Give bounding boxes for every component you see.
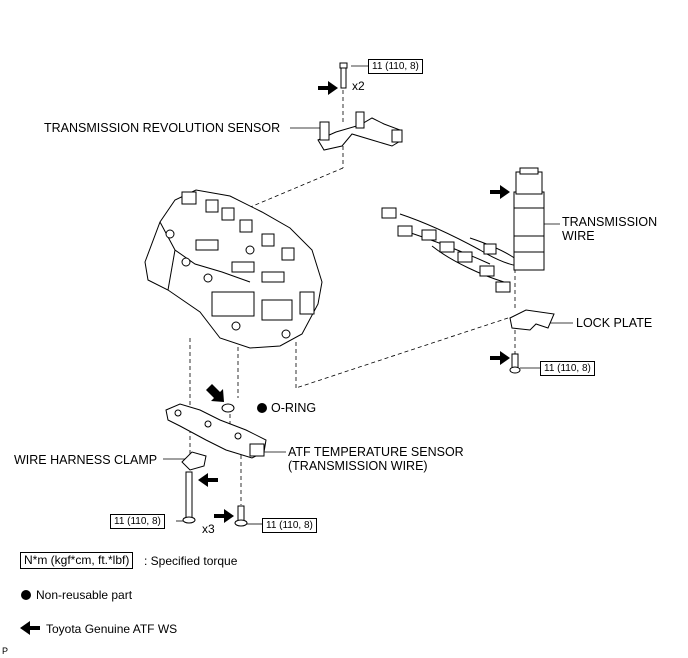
torque-box-top: 11 (110, 8): [368, 59, 423, 74]
non-reusable-dot-icon: [21, 590, 31, 600]
short-bolt: [234, 505, 248, 527]
quantity-bottom: x3: [202, 522, 215, 536]
o-ring-label: O-RING: [271, 401, 317, 415]
atf-sensor-label-2: (TRANSMISSION WIRE): [288, 459, 428, 473]
non-reusable-dot-icon: [257, 403, 267, 413]
legend-torque-desc: : Specified torque: [144, 554, 238, 568]
atf-arrows: [20, 81, 510, 635]
long-bolt: [182, 471, 196, 524]
quantity-top: x2: [352, 79, 365, 93]
right-bolt: [509, 353, 521, 374]
corner-mark: P: [2, 646, 9, 656]
legend-atf: Toyota Genuine ATF WS: [46, 622, 178, 636]
arrow-icon: [20, 621, 40, 635]
torque-box-bottom-center: 11 (110, 8): [262, 518, 317, 533]
legend-non-reusable: Non-reusable part: [36, 588, 133, 602]
arrow-icon: [490, 185, 510, 199]
transmission-wire: [381, 167, 545, 293]
legend-torque-unit: N*m (kgf*cm, ft.*lbf): [20, 552, 134, 569]
arrow-icon: [198, 473, 218, 487]
harness-clamp: [181, 451, 207, 471]
transmission-wire-label-1: TRANSMISSION: [562, 215, 658, 229]
o-ring-part: [221, 403, 235, 413]
torque-box-right: 11 (110, 8): [540, 361, 595, 376]
lock-plate-label: LOCK PLATE: [576, 316, 653, 330]
atf-sensor: [165, 403, 267, 459]
revolution-sensor: [317, 111, 403, 151]
lock-plate: [509, 309, 555, 331]
arrow-icon: [206, 384, 224, 402]
wire-harness-clamp-label: WIRE HARNESS CLAMP: [14, 453, 158, 467]
top-bolt: [339, 62, 348, 89]
torque-box-bottom-left: 11 (110, 8): [110, 514, 165, 529]
atf-sensor-label-1: ATF TEMPERATURE SENSOR: [288, 445, 464, 459]
revolution-sensor-label: TRANSMISSION REVOLUTION SENSOR: [44, 121, 281, 135]
arrow-icon: [318, 81, 338, 95]
arrow-icon: [214, 509, 234, 523]
valve-body: [144, 189, 323, 349]
arrow-icon: [490, 351, 510, 365]
transmission-wire-label-2: WIRE: [562, 229, 595, 243]
